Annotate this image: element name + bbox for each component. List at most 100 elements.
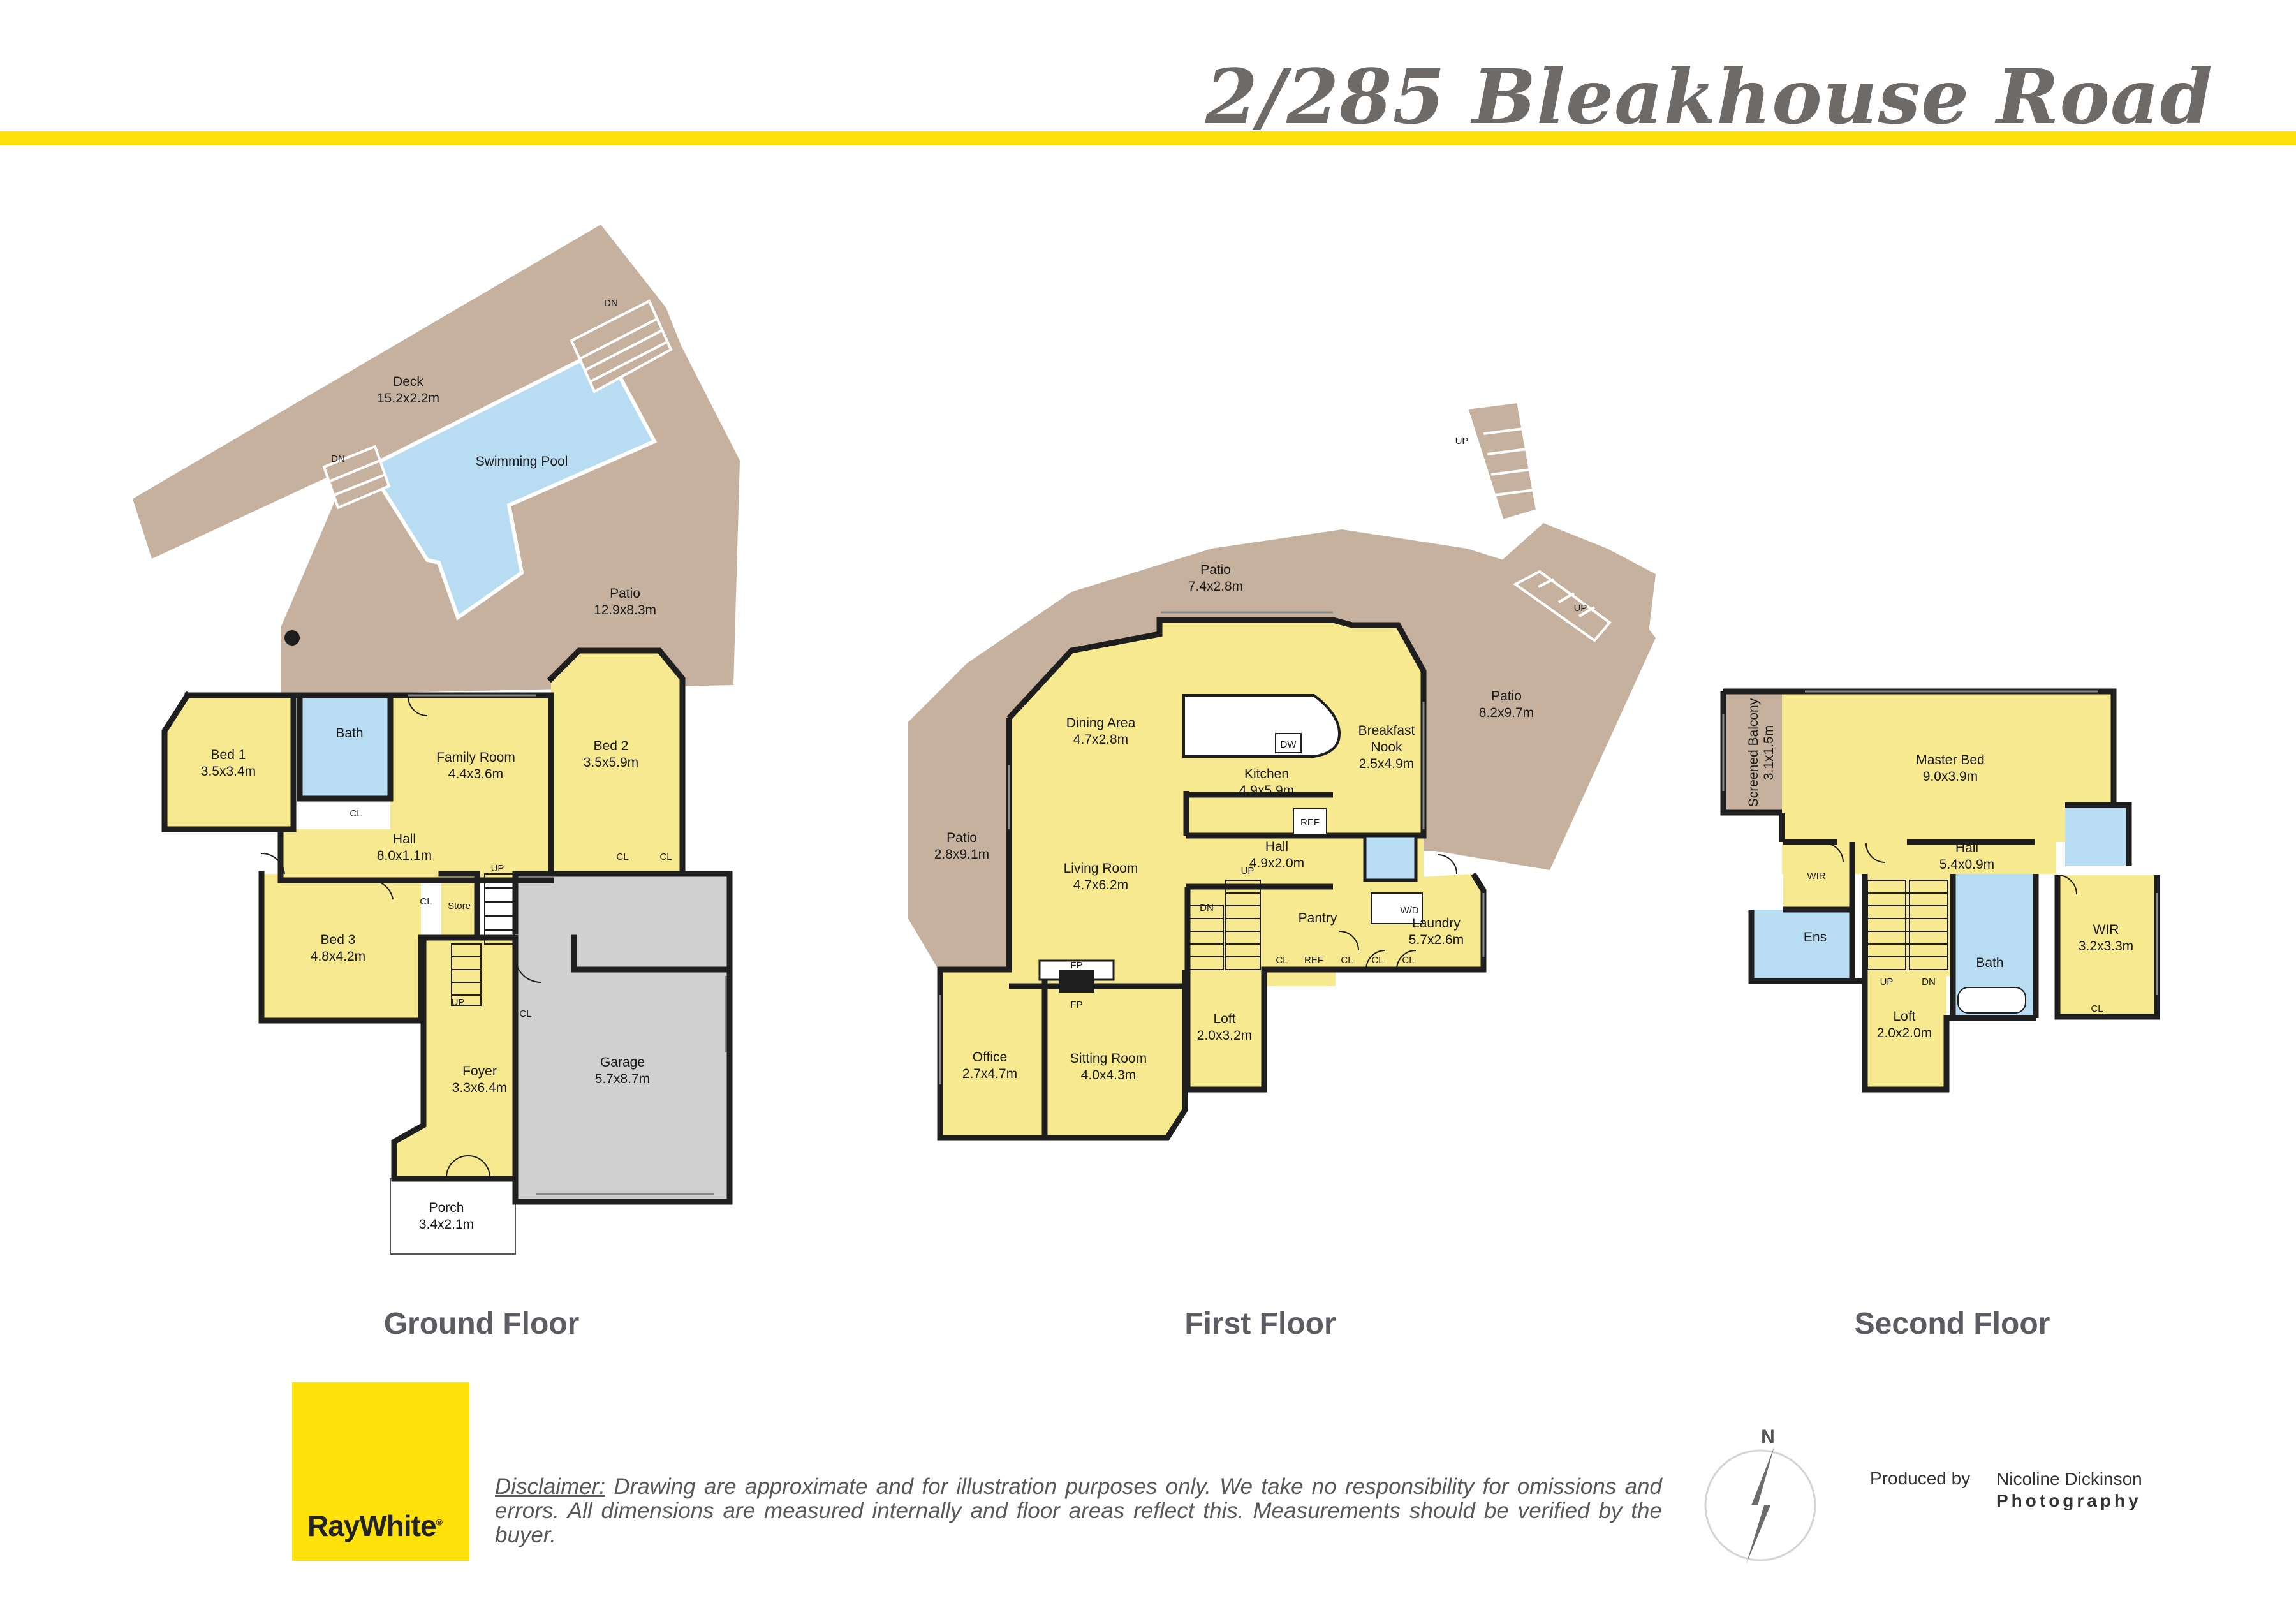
up-mark: UP bbox=[491, 863, 504, 874]
first-floor-label: First Floor bbox=[1184, 1307, 1336, 1341]
kitchen-size: 4.9x5.9m bbox=[1239, 783, 1294, 798]
master-bed-name: Master Bed bbox=[1916, 753, 1984, 767]
bed1-name: Bed 1 bbox=[211, 748, 246, 762]
hall-size: 8.0x1.1m bbox=[377, 848, 432, 863]
deck-size: 15.2x2.2m bbox=[377, 391, 439, 406]
first-patio-upper bbox=[1495, 523, 1656, 638]
swimming-pool bbox=[365, 346, 658, 621]
fridge bbox=[1293, 808, 1327, 835]
office-room bbox=[940, 970, 1045, 1138]
pantry-name: Pantry bbox=[1299, 911, 1337, 926]
ref-mark: REF bbox=[1300, 817, 1320, 828]
bed3-name: Bed 3 bbox=[321, 933, 356, 947]
dishwasher bbox=[1275, 733, 1302, 753]
ens-name: Ens bbox=[1804, 930, 1827, 945]
fp-mark: FP bbox=[1070, 1000, 1082, 1010]
hall-second-size: 5.4x0.9m bbox=[1939, 857, 1994, 872]
ground-floor-plan: Deck 15.2x2.2m Swimming Pool Patio 12.9x… bbox=[133, 225, 740, 1255]
patio-right-size: 8.2x9.7m bbox=[1479, 705, 1534, 720]
store-name: Store bbox=[448, 901, 471, 912]
family-room-size: 4.4x3.6m bbox=[448, 767, 503, 781]
raywhite-logo-text: RayWhite® bbox=[307, 1509, 443, 1542]
bed1-room bbox=[165, 695, 293, 829]
bathtub bbox=[1957, 987, 2026, 1014]
wd-mark: W/D bbox=[1400, 905, 1418, 916]
hall-first-area bbox=[1186, 836, 1378, 887]
patio-left-name: Patio bbox=[946, 830, 977, 845]
cl-mark: CL bbox=[2091, 1003, 2103, 1014]
porch-name: Porch bbox=[429, 1200, 464, 1215]
first-bath-area bbox=[1363, 834, 1418, 882]
breakfast-name-1: Breakfast bbox=[1358, 723, 1415, 738]
compass-north-label: N bbox=[1761, 1426, 1775, 1447]
family-room bbox=[390, 695, 551, 848]
living-size: 4.7x6.2m bbox=[1073, 878, 1128, 892]
patio-top-name: Patio bbox=[1200, 563, 1231, 577]
laundry-name: Laundry bbox=[1412, 916, 1461, 931]
balcony-name: Screened Balcony bbox=[1746, 698, 1761, 807]
photographer-credit: Nicoline Dickinson Photography bbox=[1996, 1468, 2142, 1512]
hall-first-name: Hall bbox=[1265, 839, 1288, 854]
bed2-room bbox=[551, 651, 682, 874]
second-floor-plan: Screened Balcony 3.1x1.5m Master Bed 9.0… bbox=[1720, 688, 2160, 1093]
ground-floor-label: Ground Floor bbox=[383, 1307, 580, 1341]
cl-mark: CL bbox=[659, 852, 672, 862]
screened-balcony bbox=[1723, 691, 1782, 813]
loft-first-name: Loft bbox=[1213, 1012, 1235, 1026]
up-mark: UP bbox=[1455, 436, 1469, 447]
master-bed-size: 9.0x3.9m bbox=[1923, 769, 1978, 784]
sitting-room bbox=[1045, 970, 1185, 1138]
bed3-size: 4.8x4.2m bbox=[311, 949, 365, 964]
deck-area bbox=[133, 225, 681, 559]
wir-right-name: WIR bbox=[2093, 922, 2119, 937]
dn-mark: DN bbox=[331, 454, 345, 464]
laundry-size: 5.7x2.6m bbox=[1409, 933, 1464, 947]
fp-mark: FP bbox=[1070, 960, 1082, 971]
first-floor-plan: Patio 7.4x2.8m Patio 8.2x9.7m Patio 2.8x… bbox=[908, 400, 1656, 1141]
living-name: Living Room bbox=[1064, 861, 1138, 876]
breakfast-name-2: Nook bbox=[1371, 740, 1402, 755]
compass-ring bbox=[1704, 1449, 1816, 1561]
loft-second-name: Loft bbox=[1893, 1009, 1915, 1024]
up-mark: UP bbox=[1880, 977, 1894, 987]
loft-first-room bbox=[1188, 970, 1264, 1089]
foyer-name: Foyer bbox=[462, 1064, 497, 1079]
bath-room bbox=[300, 697, 389, 799]
disclaimer-heading: Disclaimer: bbox=[495, 1474, 606, 1499]
washer-dryer bbox=[1371, 892, 1423, 924]
porch-area bbox=[390, 1178, 516, 1255]
cl-mark: CL bbox=[519, 1008, 531, 1019]
raywhite-logo: RayWhite® bbox=[292, 1382, 469, 1561]
patio-name: Patio bbox=[610, 586, 640, 601]
cl-mark: CL bbox=[350, 808, 362, 819]
fireplace-hearth bbox=[1059, 970, 1094, 993]
patio-right-name: Patio bbox=[1491, 689, 1522, 704]
foyer-size: 3.3x6.4m bbox=[452, 1081, 507, 1095]
cl-mark: CL bbox=[616, 852, 628, 862]
patio-stairs bbox=[1465, 400, 1612, 642]
ref-mark: REF bbox=[1304, 955, 1323, 966]
office-name: Office bbox=[973, 1050, 1007, 1065]
porch-size: 3.4x2.1m bbox=[419, 1217, 474, 1232]
loft-first-size: 2.0x3.2m bbox=[1197, 1028, 1252, 1043]
dn-mark: DN bbox=[1200, 903, 1214, 913]
cl-mark: CL bbox=[1402, 955, 1414, 966]
loft-second-size: 2.0x2.0m bbox=[1877, 1026, 1932, 1040]
bath-name: Bath bbox=[335, 726, 363, 741]
bed2-size: 3.5x5.9m bbox=[584, 755, 638, 770]
dining-name: Dining Area bbox=[1066, 716, 1136, 730]
bed1-size: 3.5x3.4m bbox=[201, 764, 256, 779]
pool-stairs-top bbox=[322, 299, 673, 510]
family-room-name: Family Room bbox=[436, 750, 515, 765]
disclaimer: Disclaimer: Drawing are approximate and … bbox=[495, 1475, 1662, 1547]
dn-mark: DN bbox=[1922, 977, 1936, 987]
kitchen-name: Kitchen bbox=[1244, 767, 1289, 781]
garage-name: Garage bbox=[600, 1055, 645, 1070]
patio-size: 12.9x8.3m bbox=[594, 603, 656, 617]
pool-name: Swimming Pool bbox=[476, 454, 568, 469]
dining-size: 4.7x2.8m bbox=[1073, 732, 1128, 747]
second-floor-label: Second Floor bbox=[1854, 1307, 2050, 1341]
photographer-name: Nicoline Dickinson bbox=[1996, 1469, 2142, 1489]
patio-top-size: 7.4x2.8m bbox=[1188, 579, 1243, 594]
